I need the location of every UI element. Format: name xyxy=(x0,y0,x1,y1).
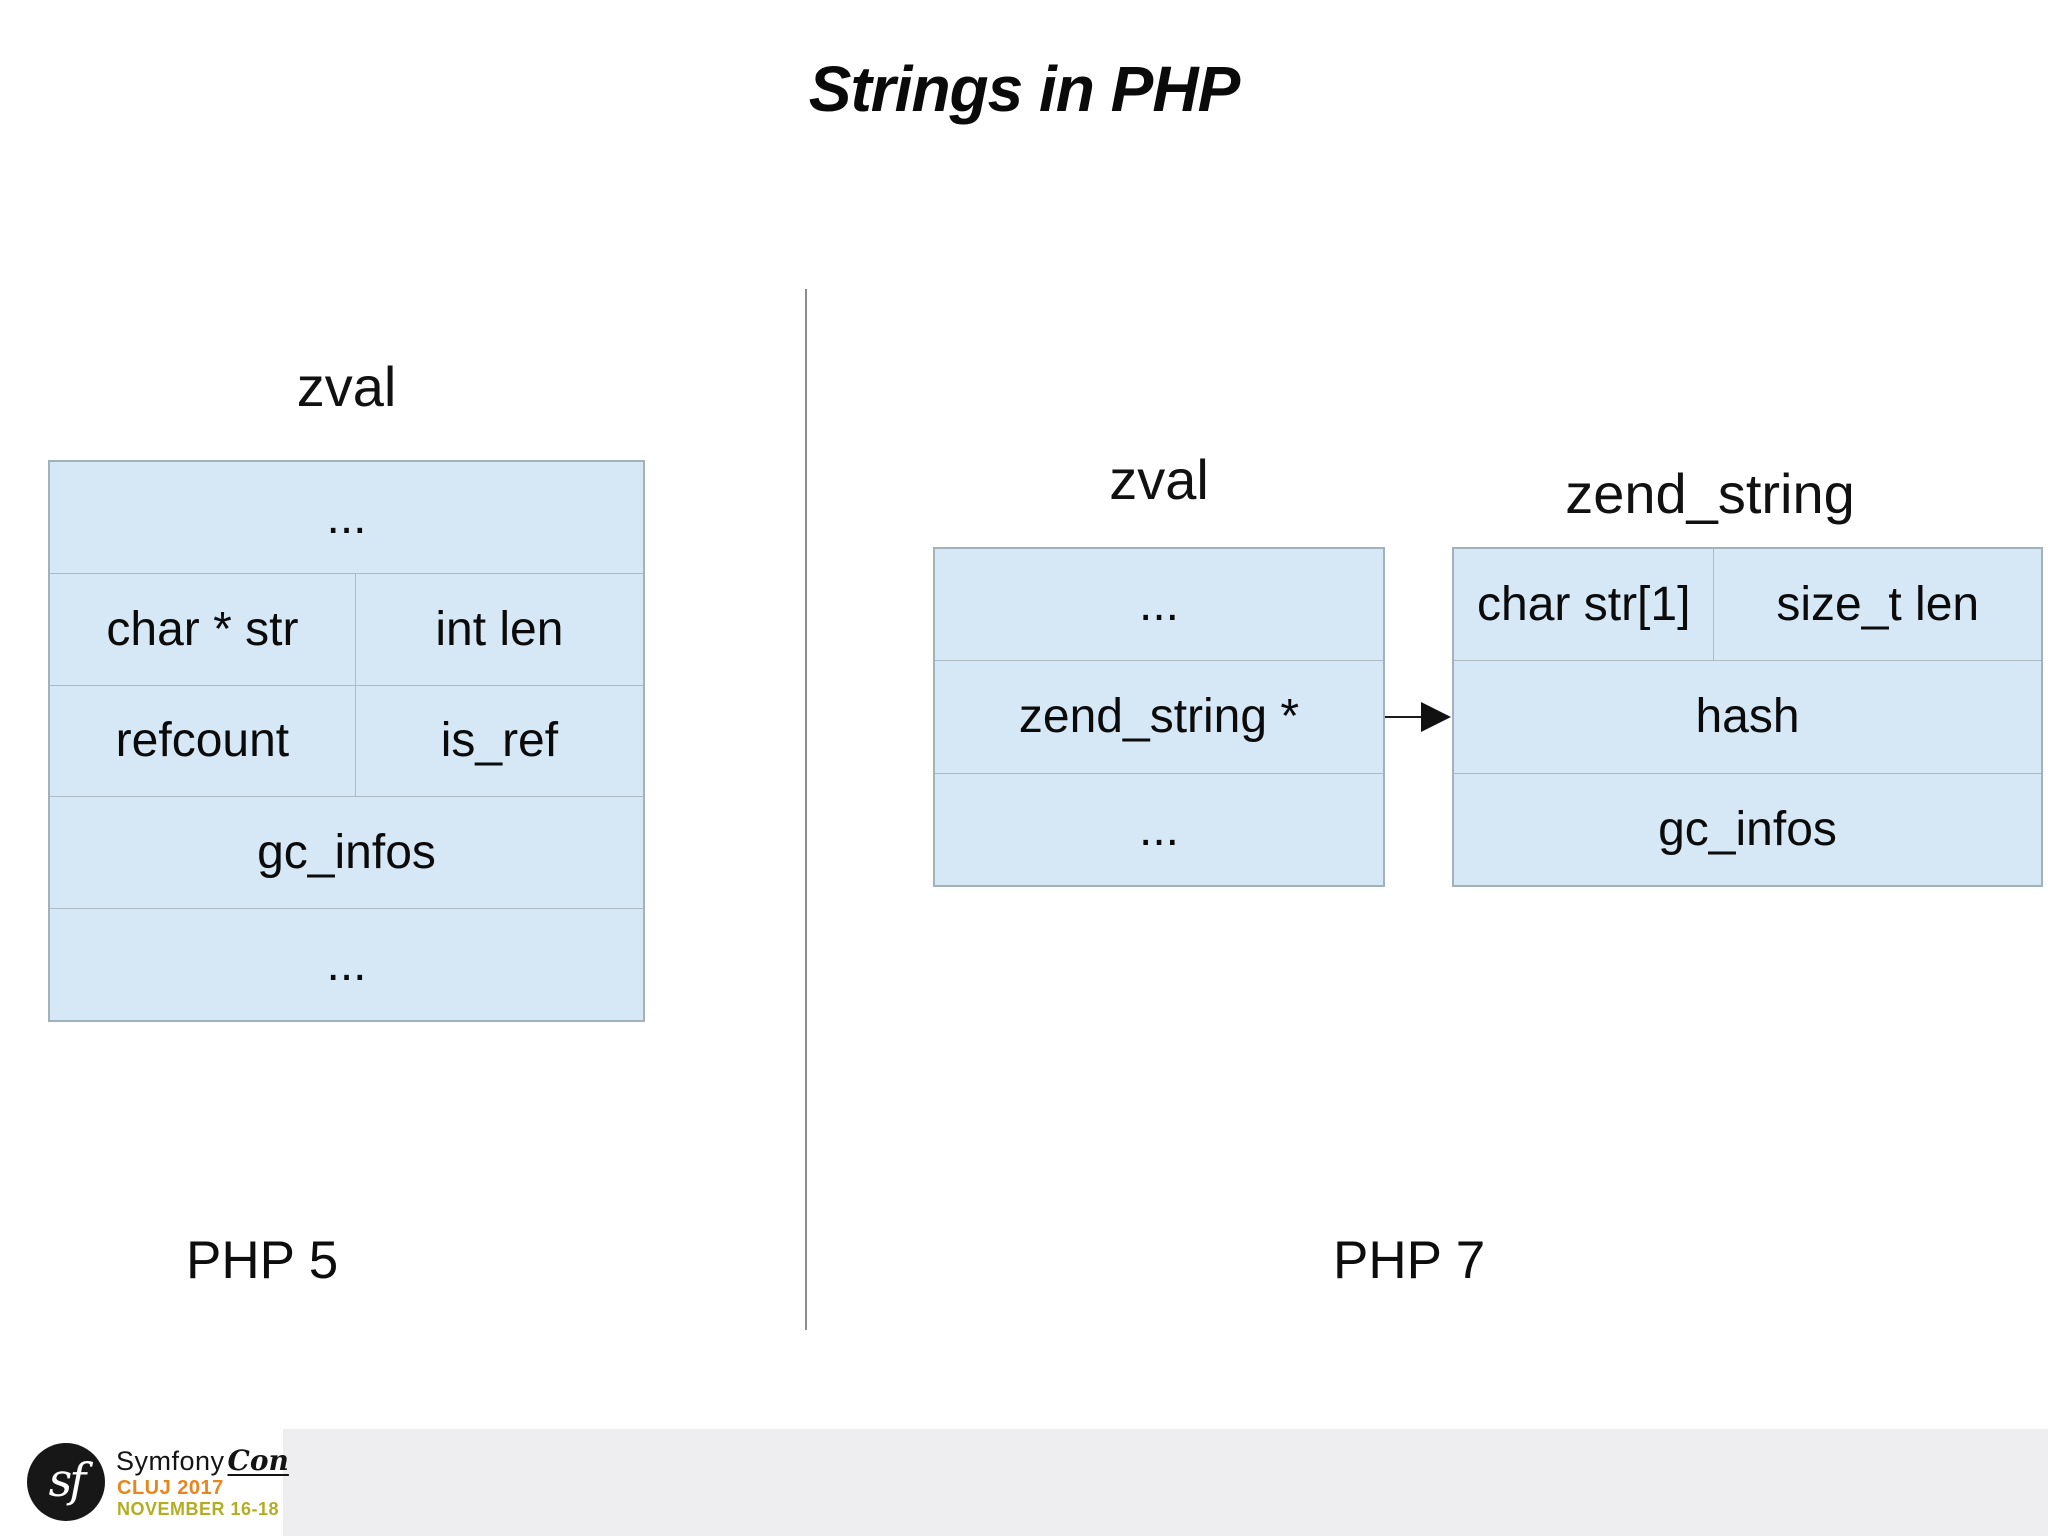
pointer-arrow-head-icon xyxy=(1421,702,1451,732)
symfony-logo-icon: sf xyxy=(27,1443,105,1521)
cell-int-len: int len xyxy=(354,573,643,685)
cell-char-str: char * str xyxy=(106,602,299,656)
zend-string-table: char str[1] size_t len hash gc_infos xyxy=(1452,547,2043,887)
cell-ellipsis: ... xyxy=(326,490,367,544)
cell-zend-string-ptr: zend_string * xyxy=(1018,690,1300,744)
brand-name: Symfony xyxy=(116,1446,225,1476)
brand-suffix: Con xyxy=(227,1444,289,1477)
cell-gc-infos: gc_infos xyxy=(1658,802,1837,856)
table-row: refcount is_ref xyxy=(50,684,643,797)
cell-refcount: refcount xyxy=(115,714,290,768)
slide-title: Strings in PHP xyxy=(808,53,1241,125)
pointer-arrow-line xyxy=(1385,716,1423,718)
table-row: char * str int len xyxy=(50,572,643,685)
table-row: ... xyxy=(935,772,1383,885)
php5-caption: PHP 5 xyxy=(186,1231,339,1290)
php7-zval-label: zval xyxy=(1109,448,1209,511)
sf-monogram: sf xyxy=(48,1453,87,1507)
cell-ellipsis: ... xyxy=(326,938,367,992)
cell-size-t-len: size_t len xyxy=(1713,549,2041,661)
php5-zval-table: ... char * str int len refcount is_ref g… xyxy=(48,460,645,1022)
cell-hash: hash xyxy=(1695,690,1800,744)
php7-caption: PHP 7 xyxy=(1333,1231,1486,1290)
footer-bar xyxy=(283,1429,2048,1536)
php7-zval-table: ... zend_string * ... xyxy=(933,547,1385,887)
table-row: gc_infos xyxy=(50,796,643,908)
cell-gc-infos: gc_infos xyxy=(257,826,436,880)
event-dates: NOVEMBER 16-18 xyxy=(117,1499,280,1519)
zend-string-label: zend_string xyxy=(1565,462,1855,525)
cell-char-str1: char str[1] xyxy=(1477,578,1691,632)
cell-is-ref: is_ref xyxy=(354,685,643,797)
vertical-divider xyxy=(805,289,807,1330)
table-row: hash xyxy=(1454,660,2041,772)
table-row: gc_infos xyxy=(1454,772,2041,885)
cell-ellipsis: ... xyxy=(1138,578,1179,632)
event-city-year: CLUJ 2017 xyxy=(117,1477,224,1499)
table-row: zend_string * xyxy=(935,660,1383,772)
cell-ellipsis: ... xyxy=(1138,802,1179,856)
table-row: char str[1] size_t len xyxy=(1454,549,2041,661)
table-row: ... xyxy=(50,462,643,573)
table-row: ... xyxy=(935,549,1383,660)
php5-zval-label: zval xyxy=(296,355,397,418)
table-row: ... xyxy=(50,908,643,1020)
